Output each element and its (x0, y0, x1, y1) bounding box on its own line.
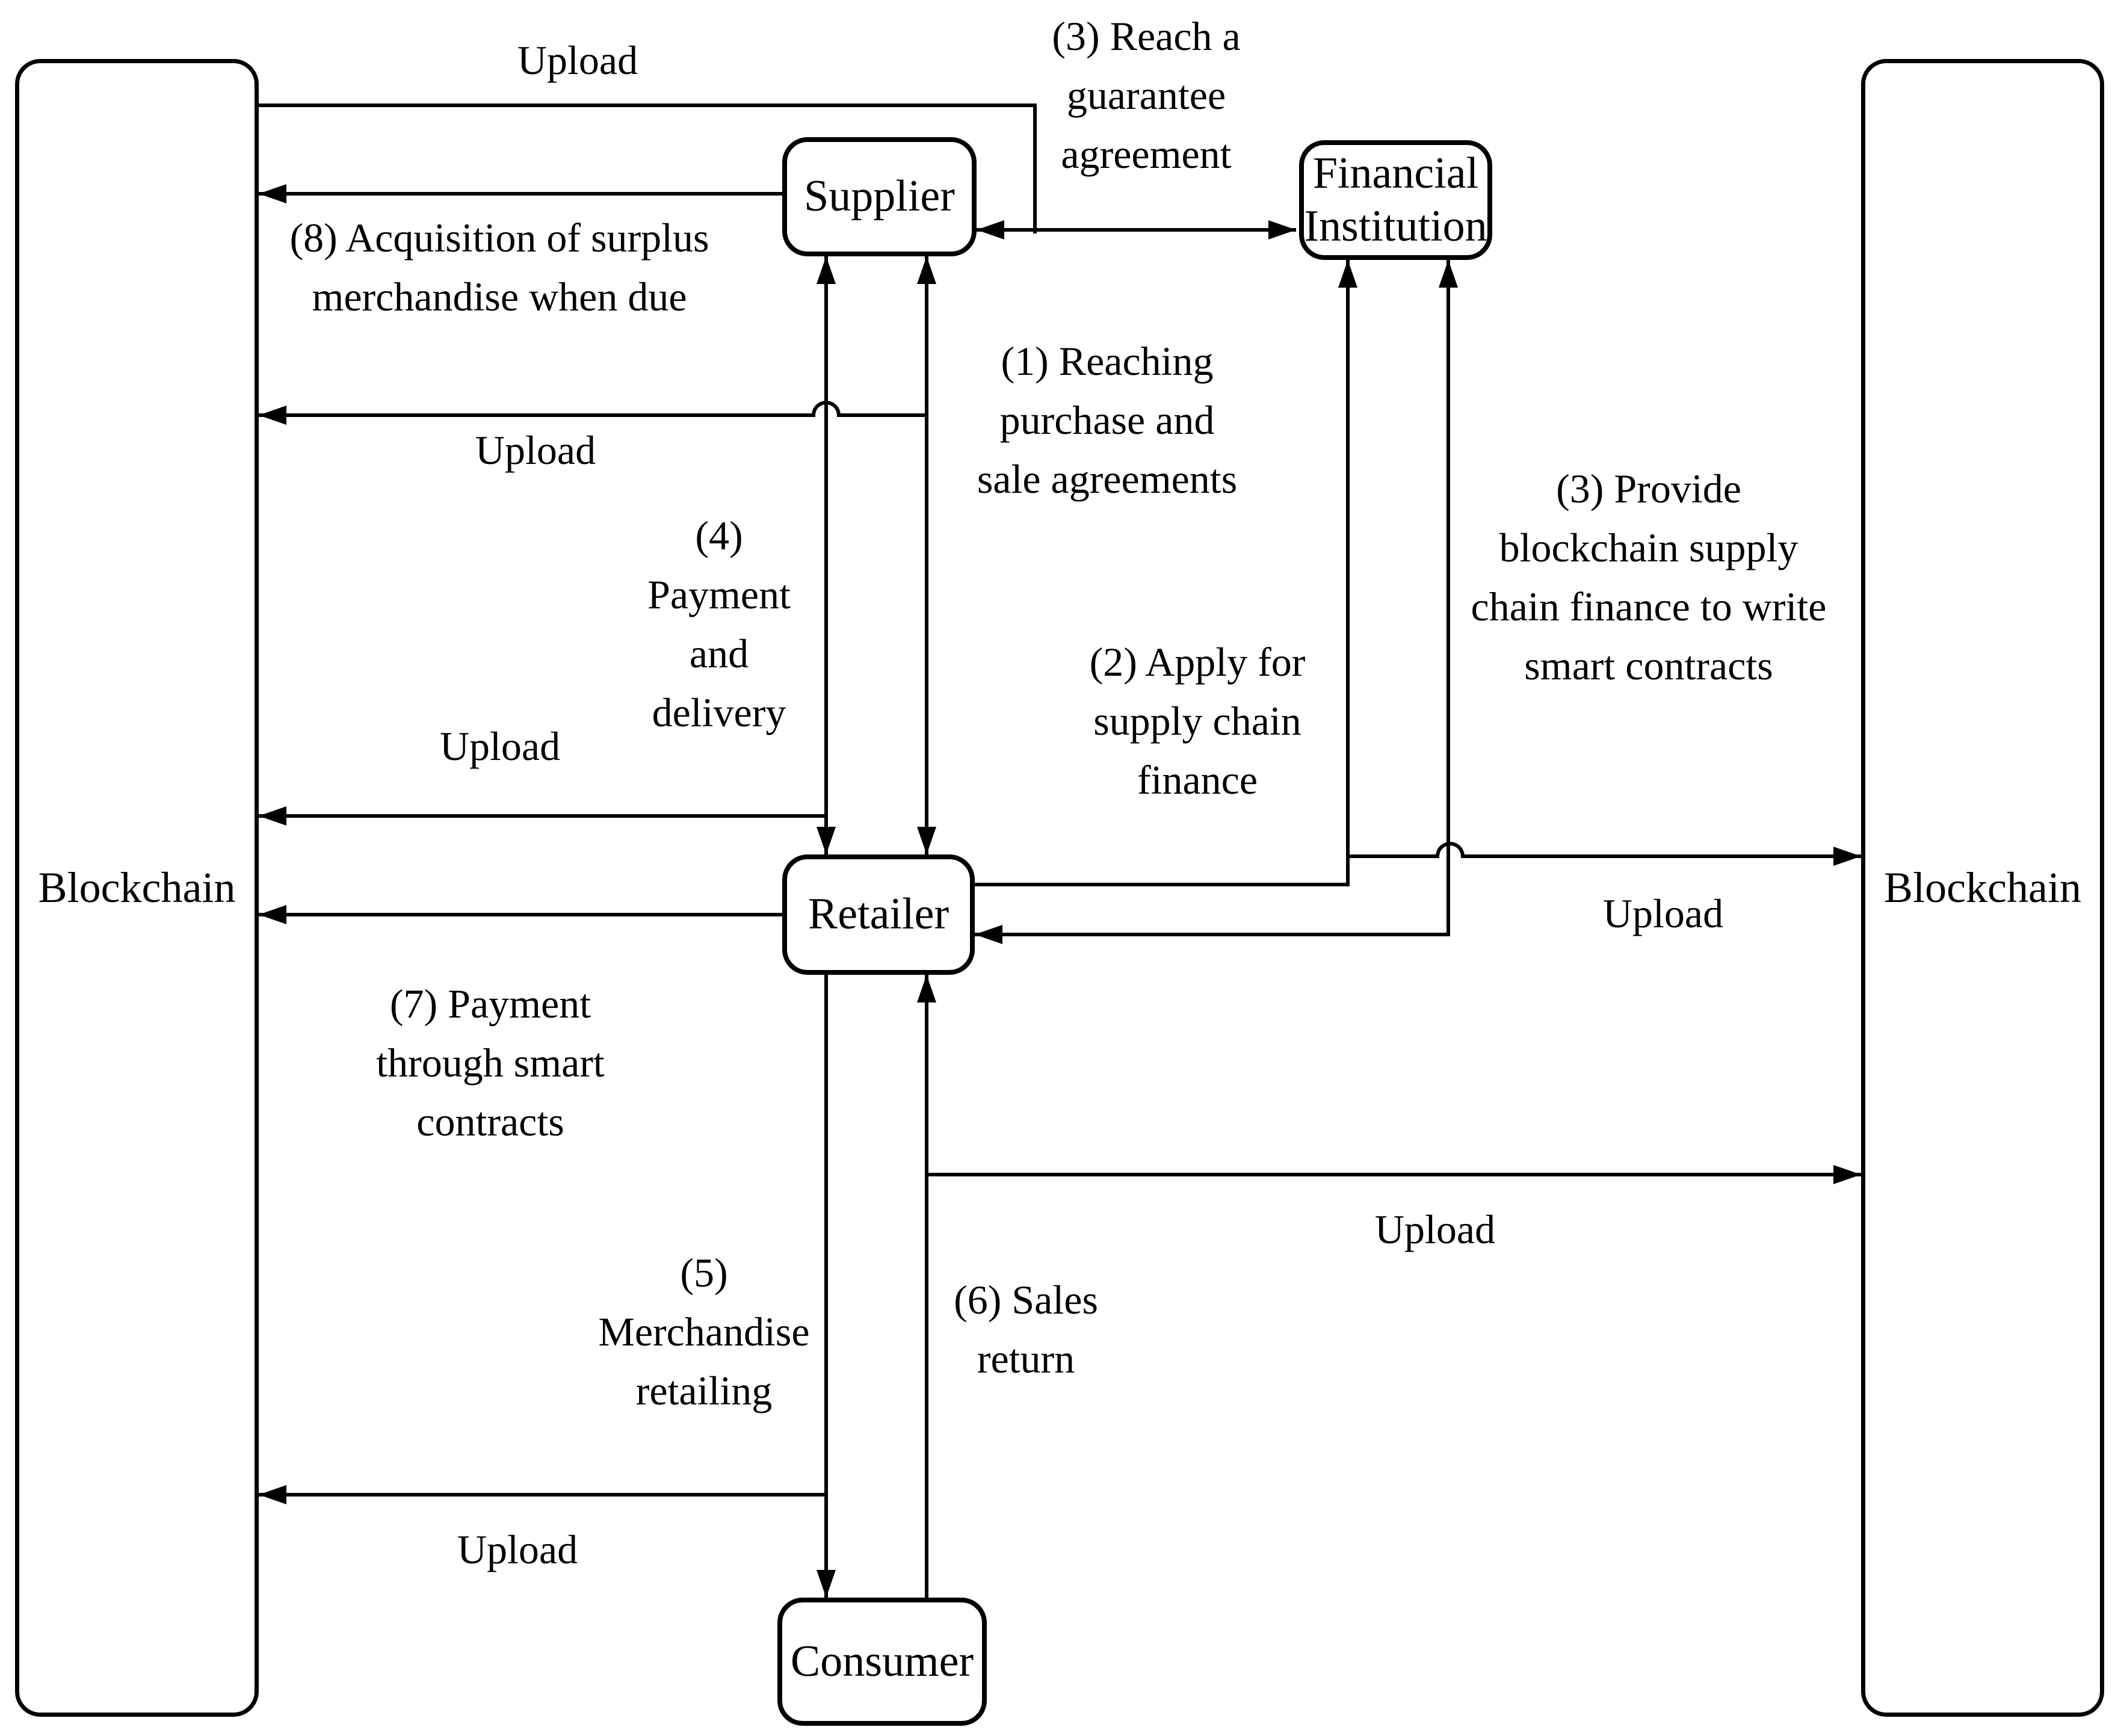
edge-upload-top-drop-line (1033, 103, 1037, 233)
label-upload-left-upper: Upload (475, 427, 596, 473)
edge-sales-return-arrowhead (917, 975, 936, 1002)
node-blockchain-left: Blockchain (15, 59, 259, 1717)
edge-smart-contract-payment-arrowhead (259, 905, 286, 924)
edge-payment-delivery-line (824, 256, 828, 854)
edge-provide-finance-arrowhead-fi (1439, 260, 1458, 288)
edge-upload-finance-line-b (1465, 854, 1861, 858)
edge-apply-finance-line-h (975, 883, 1350, 886)
edge-agreements-arrowhead-supplier (917, 256, 936, 284)
edge-upload-sales-line (927, 1173, 1861, 1176)
edge-agreements-arrowhead-retailer (917, 827, 936, 854)
label-upload-top: Upload (517, 37, 638, 83)
node-retailer: Retailer (782, 854, 975, 975)
node-supplier: Supplier (782, 137, 977, 256)
edge-guarantee-arrowhead-fi (1268, 220, 1296, 239)
edge-acquisition-arrowhead (259, 184, 286, 203)
node-blockchain-right: Blockchain (1861, 59, 2104, 1717)
edge-guarantee-line (977, 228, 1296, 232)
label-step2-apply: (2) Apply for supply chain finance (1089, 639, 1306, 803)
edge-upload-sales-arrowhead (1833, 1165, 1861, 1184)
node-blockchain-right-label: Blockchain (1884, 863, 2081, 912)
edge-guarantee-arrowhead-supplier (977, 220, 1004, 239)
label-step7-smart-contracts: (7) Payment through smart contracts (376, 981, 605, 1144)
edge-merchandise-retailing-line (824, 975, 828, 1598)
edge-upload-payment-arrowhead (259, 806, 286, 826)
edge-upload-agreements-line-a (259, 413, 812, 417)
node-supplier-label: Supplier (804, 171, 955, 221)
label-upload-left-middle: Upload (439, 723, 561, 769)
label-step3-provide: (3) Provide blockchain supply chain fina… (1471, 466, 1827, 688)
node-consumer: Consumer (777, 1598, 987, 1726)
edge-upload-finance-arrowhead (1833, 847, 1861, 866)
node-consumer-label: Consumer (790, 1636, 974, 1686)
edge-payment-delivery-arrowhead-supplier (817, 256, 836, 284)
label-upload-left-lower: Upload (457, 1527, 578, 1572)
node-financial-institution-label: Financial Institution (1304, 149, 1487, 251)
edge-upload-retailing-arrowhead (259, 1485, 286, 1504)
label-step3-guarantee: (3) Reach a guarantee agreement (1052, 13, 1241, 177)
edge-upload-agreements-hop (812, 401, 841, 417)
edge-provide-finance-arrowhead-retailer (975, 925, 1002, 944)
node-retailer-label: Retailer (807, 889, 949, 939)
label-upload-right-middle: Upload (1602, 891, 1724, 936)
edge-apply-finance-line-v (1346, 260, 1350, 886)
edge-smart-contract-payment-line (259, 913, 782, 916)
edge-acquisition-line (259, 192, 782, 196)
node-blockchain-left-label: Blockchain (38, 863, 236, 912)
edge-provide-finance-line-h (975, 933, 1450, 936)
edge-merchandise-retailing-arrowhead (817, 1570, 836, 1598)
label-step1-agreements: (1) Reaching purchase and sale agreement… (977, 338, 1238, 502)
edge-sales-return-line (925, 975, 928, 1598)
edge-provide-finance-line-v (1446, 260, 1450, 934)
edge-upload-finance-line-a (1348, 854, 1436, 858)
node-financial-institution: Financial Institution (1299, 140, 1492, 260)
label-step8-acquisition: (8) Acquisition of surplus merchandise w… (289, 215, 709, 320)
edge-agreements-line (925, 256, 928, 854)
edge-upload-agreements-line-b (841, 413, 927, 417)
edge-upload-retailing-line (259, 1493, 826, 1497)
label-upload-right-lower: Upload (1374, 1206, 1496, 1252)
edge-upload-top-line (259, 103, 1037, 107)
label-step4-payment-delivery: (4) Payment and delivery (647, 513, 791, 735)
edge-upload-agreements-arrowhead (259, 406, 286, 425)
label-step6-sales-return: (6) Sales return (954, 1277, 1098, 1382)
label-step5-retailing: (5) Merchandise retailing (598, 1250, 810, 1413)
edge-payment-delivery-arrowhead-retailer (817, 827, 836, 854)
edge-apply-finance-arrowhead (1338, 260, 1357, 288)
edge-upload-finance-hop (1436, 842, 1465, 858)
edge-upload-payment-line (259, 814, 826, 818)
